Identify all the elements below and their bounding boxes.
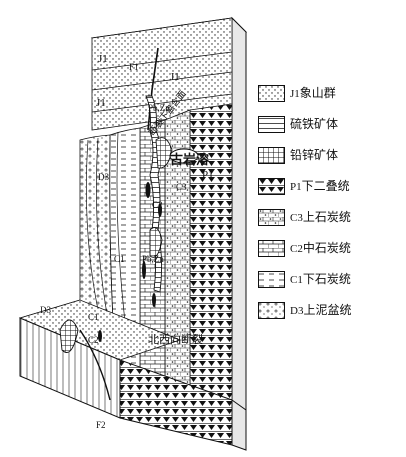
label-j1-b: J1 — [170, 71, 180, 83]
legend-item: J1象山群 — [258, 82, 406, 104]
j1-bands — [91, 51, 233, 113]
legend-text: 下石炭统 — [302, 272, 351, 286]
legend-label: J1象山群 — [290, 85, 336, 103]
legend-item: C2中石炭统 — [258, 237, 406, 259]
ore-lenses — [98, 182, 162, 342]
label-p1: P1 — [202, 169, 214, 181]
legend-swatch-circles — [258, 302, 285, 319]
legend-item: 铅锌矿体 — [258, 144, 406, 166]
label-c3: C3 — [176, 182, 187, 192]
legend-text: 象山群 — [299, 86, 336, 100]
legend-code: C2 — [290, 243, 303, 255]
legend-code: C1 — [290, 274, 303, 286]
label-d3-lower: D3 — [40, 305, 51, 315]
pbzn-orebody-mid — [149, 227, 163, 258]
legend-label: C2中石炭统 — [290, 240, 351, 258]
label-c2-lower: C2 — [88, 335, 99, 345]
legend-swatch-lines — [258, 116, 285, 133]
legend-code: C3 — [290, 212, 303, 224]
karst-cavity — [169, 148, 199, 164]
legend-item: 硫铁矿体 — [258, 113, 406, 135]
legend-text: 中石炭统 — [302, 241, 351, 255]
legend-code: J1 — [290, 88, 300, 100]
legend-text: 硫铁矿体 — [290, 117, 339, 131]
legend-swatch-dashes — [258, 271, 285, 288]
legend-item: C1下石炭统 — [258, 268, 406, 290]
legend-swatch-triangles — [258, 178, 285, 195]
legend-swatch-brick-dots — [258, 209, 285, 226]
label-f2: F2 — [96, 420, 106, 430]
label-j1-c: J1 — [96, 97, 106, 109]
p1-zone — [189, 103, 233, 406]
fault-f1-line — [147, 47, 159, 131]
fold-lines — [86, 131, 127, 331]
label-ancient-karst: 古岩溶 — [170, 152, 209, 167]
block-right-face — [231, 16, 247, 429]
label-j1-a: J1 — [98, 53, 108, 65]
legend-text: 铅锌矿体 — [290, 148, 339, 162]
legend-swatch-brick — [258, 240, 285, 257]
legend-code: D3 — [290, 305, 304, 317]
legend-label: P1下二叠统 — [290, 178, 350, 196]
label-f1: F1 — [129, 62, 139, 72]
pbzn-orebody-lower — [59, 319, 79, 353]
legend-label: C3上石炭统 — [290, 209, 351, 227]
label-pbzn-top: Pb,Zn — [148, 103, 170, 113]
legend-label: 硫铁矿体 — [290, 116, 338, 133]
legend-label: C1下石炭统 — [290, 271, 351, 289]
label-c1: C1 — [114, 254, 125, 264]
legend-item: C3上石炭统 — [258, 206, 406, 228]
legend-text: 下二叠统 — [301, 179, 350, 193]
legend-text: 上石炭统 — [302, 210, 351, 224]
legend-label: 铅锌矿体 — [290, 147, 338, 164]
label-c1-lower: C1 — [88, 312, 99, 322]
pbzn-orebody-upper — [155, 137, 173, 169]
label-nw-fault: 北西向断裂 — [148, 332, 203, 346]
legend-label: D3上泥盆统 — [290, 302, 351, 320]
label-d3-upper: D3 — [98, 172, 109, 182]
label-pbzn-mid: Pb,Zn — [142, 254, 164, 264]
lower-block-right-side — [231, 399, 247, 451]
legend-item: D3上泥盆统 — [258, 299, 406, 321]
legend-swatch-dots — [258, 85, 285, 102]
legend-item: P1下二叠统 — [258, 175, 406, 197]
legend-text: 上泥盆统 — [303, 303, 352, 317]
legend-swatch-grid — [258, 147, 285, 164]
fault-f2-line — [79, 329, 111, 401]
legend-code: P1 — [290, 181, 302, 193]
label-c2: C2 — [152, 200, 163, 210]
